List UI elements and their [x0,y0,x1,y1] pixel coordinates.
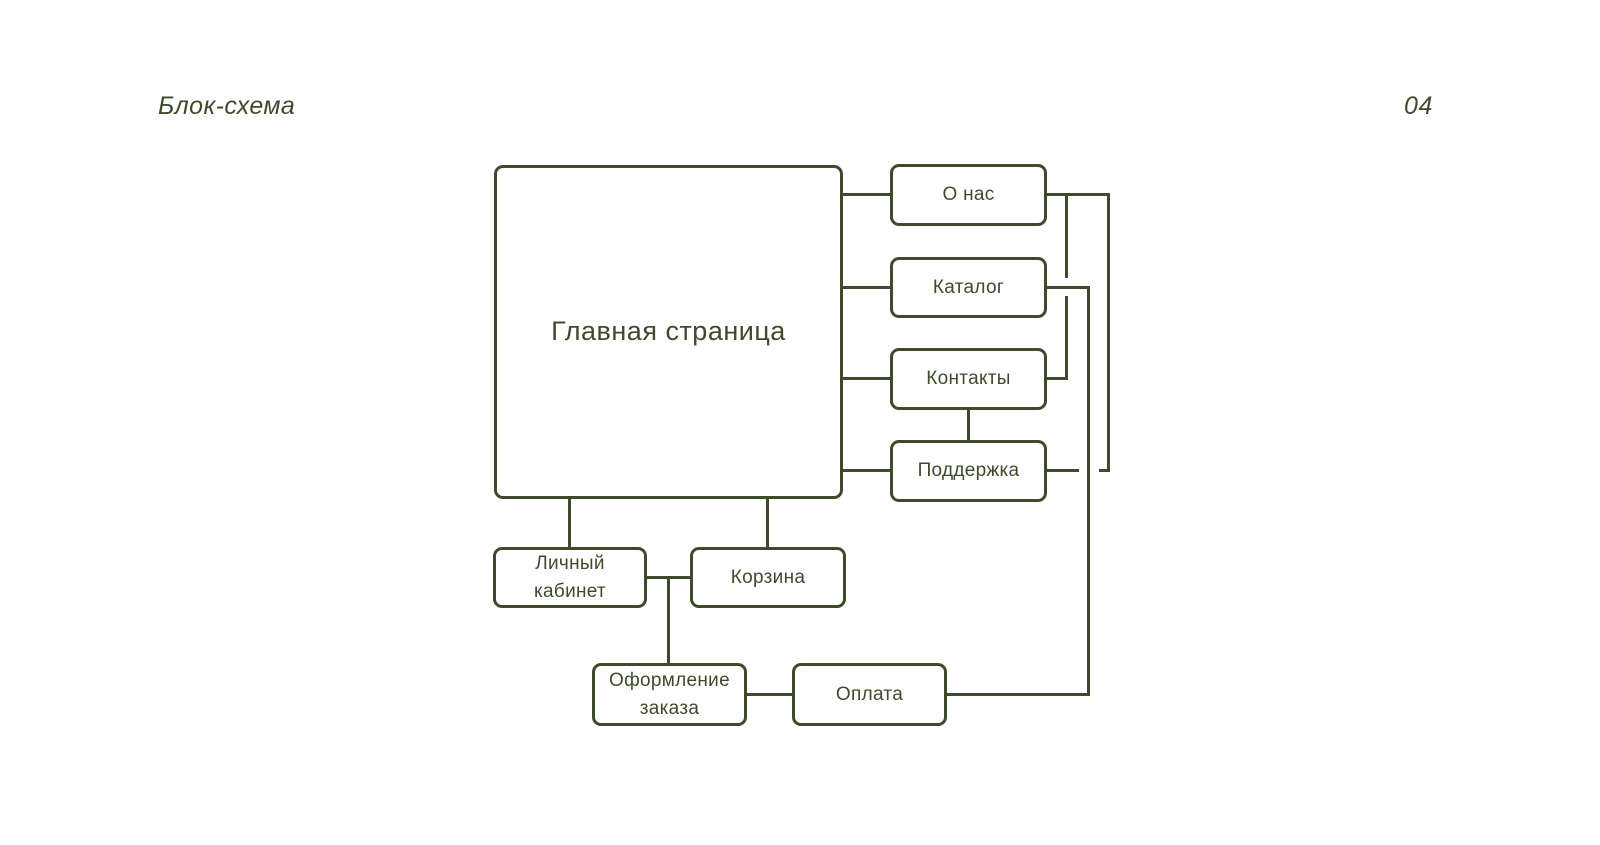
connector-contacts-support [967,410,970,440]
connector-about-contacts-lower [1065,296,1068,380]
connector-support-right-a [1047,469,1079,472]
connector-catalog-right [1047,286,1090,289]
node-support: Поддержка [890,440,1047,502]
node-payment: Оплата [792,663,947,726]
connector-main-about [843,193,890,196]
connector-main-contacts [843,377,890,380]
connector-checkout-payment [747,693,792,696]
connector-about-contacts-upper [1065,193,1068,278]
page-number: 04 [1404,92,1434,120]
connector-catalog-payment-vertical [1087,286,1090,696]
connector-main-cart [766,499,769,547]
node-catalog: Каталог [890,257,1047,318]
node-contacts: Контакты [890,348,1047,410]
node-main-page-label: Главная страница [551,316,786,347]
slide-title: Блок-схема [158,92,296,120]
node-about-label: О нас [942,184,995,206]
connector-about-support-vertical [1107,193,1110,472]
connector-main-catalog [843,286,890,289]
connector-main-support [843,469,890,472]
connector-about-right [1047,193,1110,196]
node-cart-label: Корзина [730,566,806,588]
connector-cart-checkout [667,577,670,663]
connector-main-account [568,499,571,547]
connector-payment-right [947,693,1090,696]
connector-contacts-right [1047,377,1068,380]
node-about: О нас [890,164,1047,226]
node-support-label: Поддержка [917,460,1020,482]
node-checkout-label: Оформление заказа [609,669,730,719]
node-catalog-label: Каталог [932,276,1005,298]
node-contacts-label: Контакты [926,368,1011,390]
node-main-page: Главная страница [494,165,843,499]
node-checkout: Оформление заказа [592,663,747,726]
node-cart: Корзина [690,547,846,608]
connector-support-right-b [1099,469,1110,472]
node-personal-account-label: Личный кабинет [533,552,607,602]
node-payment-label: Оплата [835,683,904,705]
node-personal-account: Личный кабинет [493,547,647,608]
